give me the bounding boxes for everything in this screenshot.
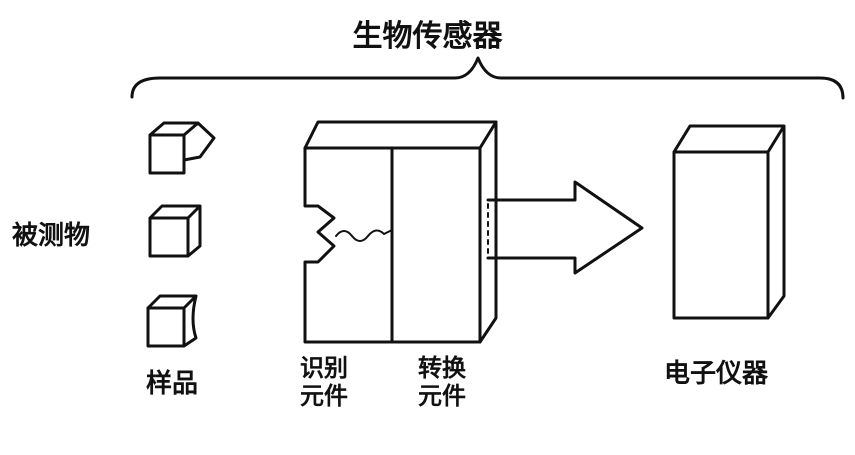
- transducer-element-label: 转换 元件: [418, 354, 466, 410]
- electronic-instrument: [672, 124, 786, 320]
- sensor-block: [303, 120, 498, 344]
- recognition-element-label: 识别 元件: [300, 354, 348, 410]
- transducer-element: [390, 146, 482, 344]
- sensor-side-face: [478, 120, 498, 344]
- sample-cube-middle: [148, 204, 202, 258]
- cube-icon: [148, 121, 216, 175]
- brace-icon: [130, 56, 845, 100]
- sample-label: 样品: [146, 369, 199, 399]
- transducer-label-line2: 元件: [418, 381, 466, 410]
- recognition-label-line1: 识别: [300, 354, 348, 382]
- diagram-title: 生物传感器: [352, 19, 503, 54]
- analyte-label: 被测物: [12, 221, 91, 251]
- sample-cube-bottom: [146, 294, 198, 348]
- transducer-label-line1: 转换: [418, 354, 466, 382]
- sample-cube-top: [148, 121, 216, 175]
- sensor-top-face: [303, 120, 498, 150]
- binding-wave: [335, 229, 393, 242]
- recognition-element: [303, 146, 394, 344]
- recognition-label-line2: 元件: [300, 381, 348, 410]
- cube-icon: [146, 294, 198, 348]
- cube-icon: [148, 204, 202, 258]
- box-icon: [672, 124, 786, 320]
- instrument-label: 电子仪器: [664, 359, 769, 389]
- arrow-icon: [486, 180, 644, 275]
